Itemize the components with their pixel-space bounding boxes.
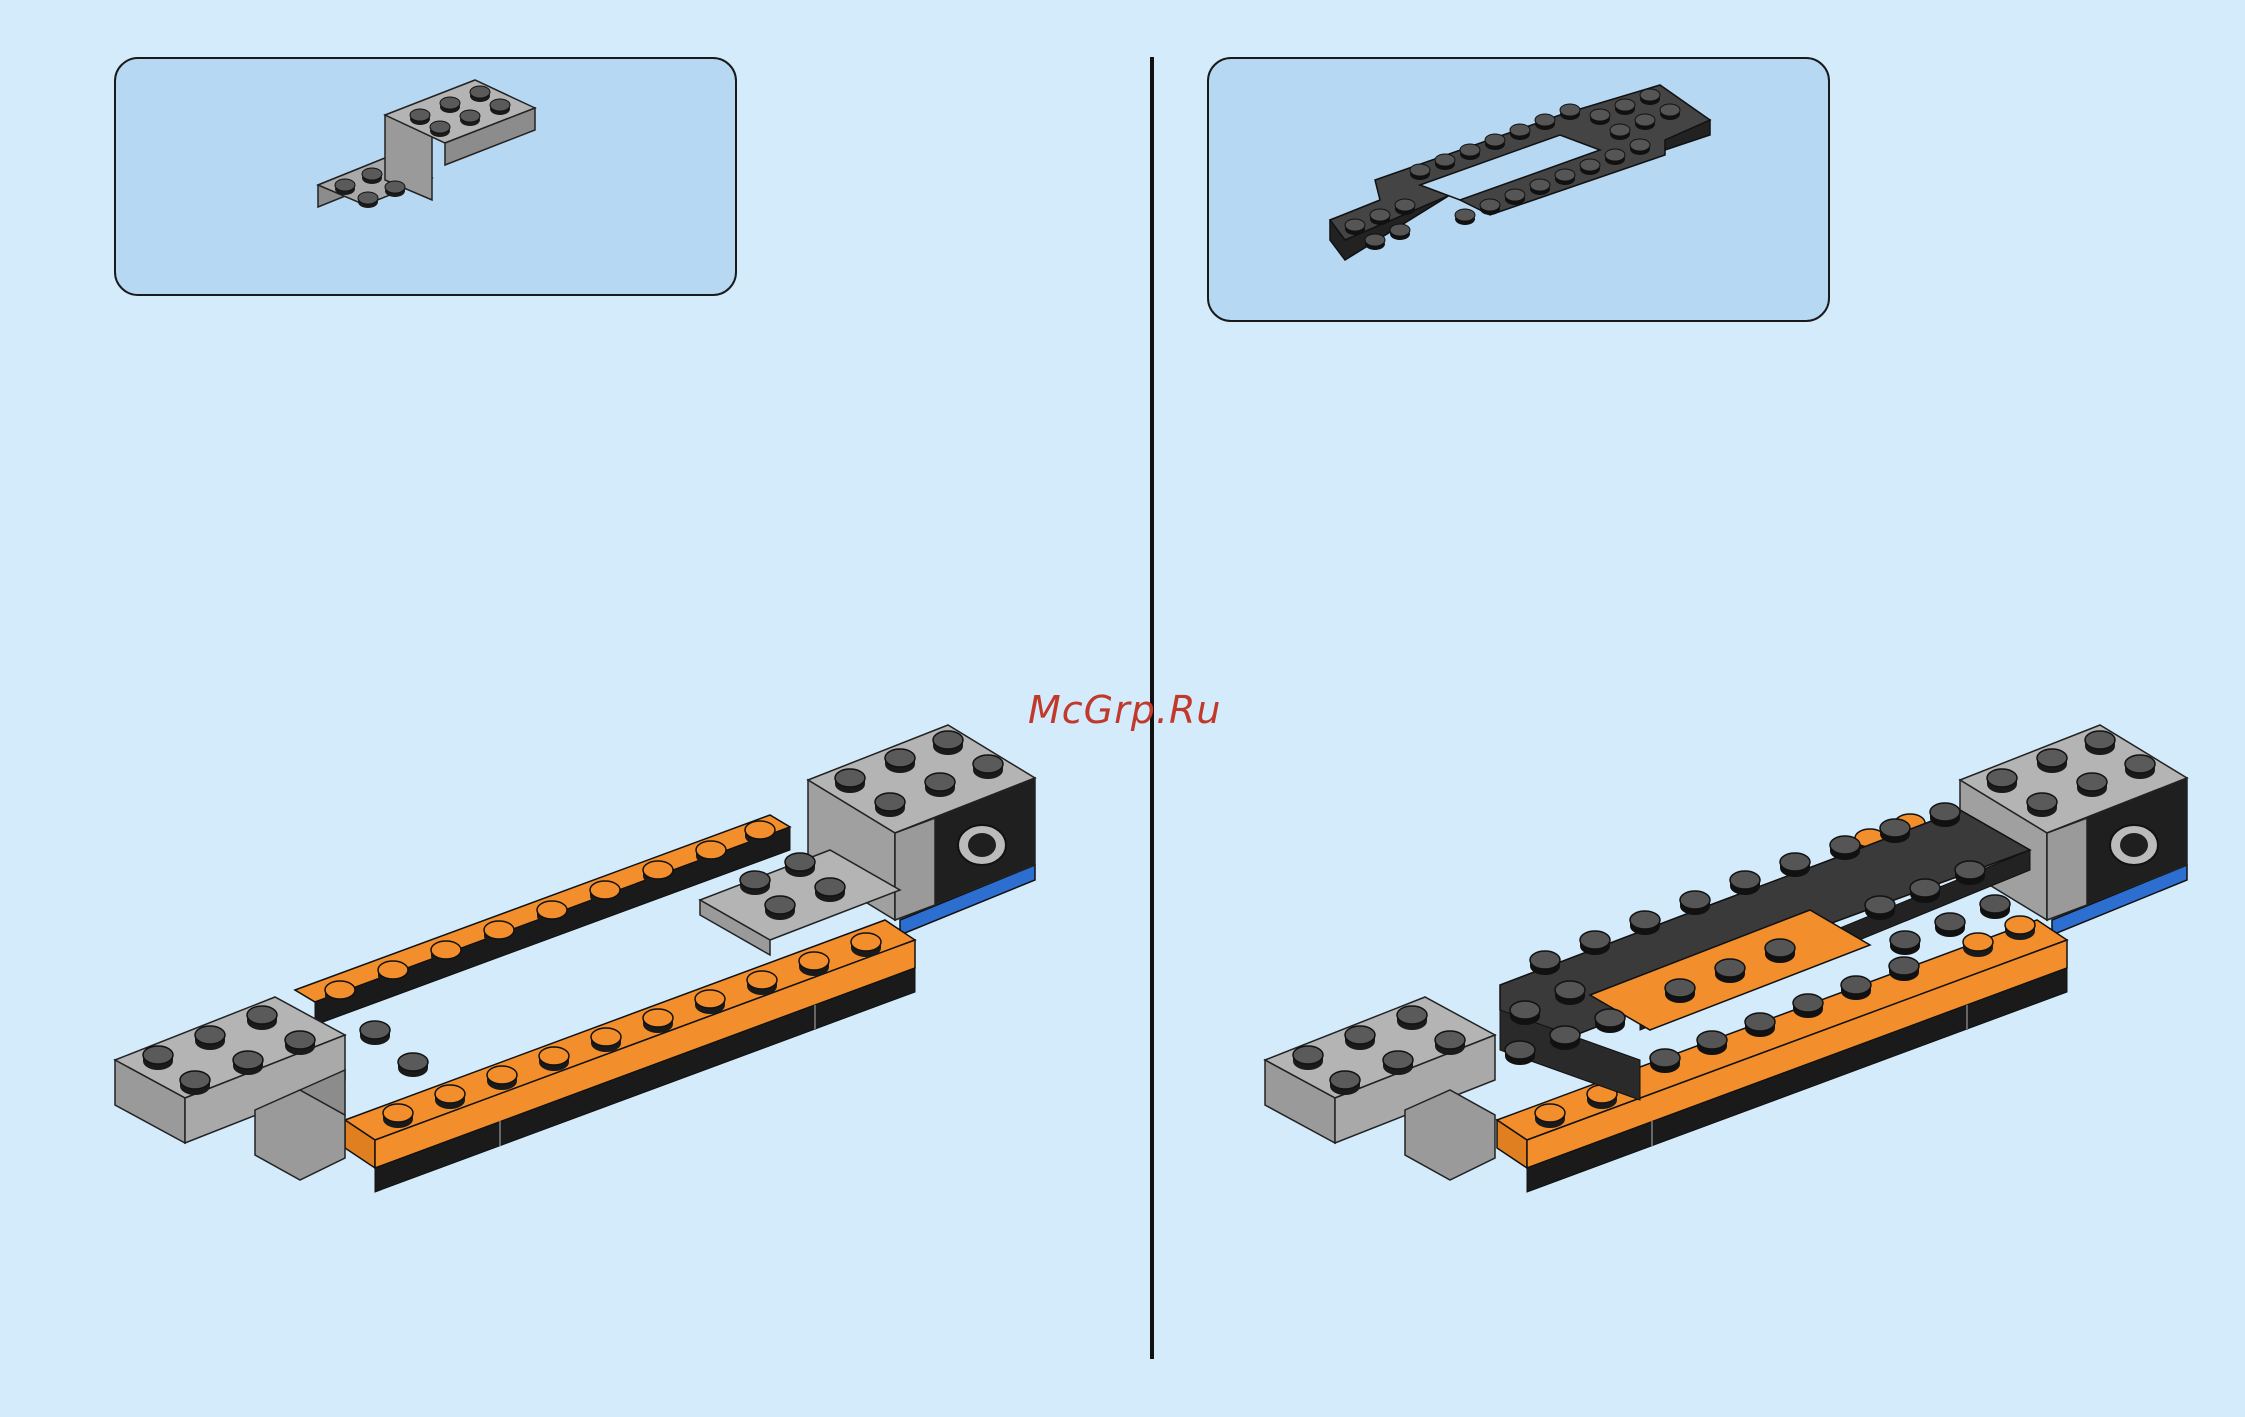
watermark-text: McGrp.Ru <box>1028 688 1221 732</box>
right-step-assembly <box>1265 725 2187 1192</box>
dark-plate-part-icon <box>1330 85 1710 260</box>
left-step-assembly <box>115 725 1035 1192</box>
gray-bracket-part-icon <box>318 80 535 208</box>
